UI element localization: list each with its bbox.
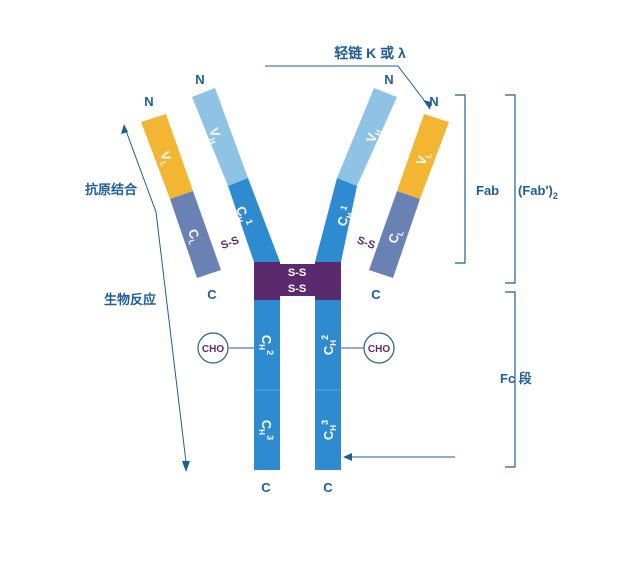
left-heavy-n-terminal: N bbox=[195, 72, 204, 87]
right-heavy-chain bbox=[315, 88, 397, 470]
fc-label: Fc 段 bbox=[500, 371, 532, 386]
right-cl-label: CL bbox=[385, 227, 406, 246]
right-ch1-segment bbox=[315, 178, 357, 262]
right-ch3-label: CH3 bbox=[320, 420, 338, 440]
right-light-heavy-disulfide: S-S bbox=[355, 234, 376, 252]
hinge-ss-2: S-S bbox=[288, 283, 306, 295]
svg-text:VL: VL bbox=[413, 149, 434, 168]
svg-text:CL: CL bbox=[385, 227, 406, 246]
left-light-c-terminal: C bbox=[207, 287, 217, 302]
right-ch1-label: CH1 bbox=[333, 204, 357, 229]
hinge-ss-1: S-S bbox=[288, 267, 306, 279]
antigen-binding-label: 抗原结合 bbox=[85, 182, 138, 197]
right-cl-segment bbox=[369, 191, 420, 278]
svg-text:VH: VH bbox=[363, 126, 384, 146]
right-ch2-segment bbox=[315, 300, 341, 390]
fab-bracket bbox=[455, 94, 466, 264]
left-cho-label: CHO bbox=[202, 344, 224, 355]
light-chain-pointer bbox=[265, 65, 431, 109]
svg-text:CH1: CH1 bbox=[333, 204, 357, 229]
left-vl-segment bbox=[141, 114, 193, 199]
right-light-chain bbox=[369, 114, 449, 278]
right-carbohydrate bbox=[363, 332, 395, 364]
left-light-n-terminal: N bbox=[144, 94, 153, 109]
svg-text:CH2: CH2 bbox=[320, 335, 338, 355]
right-heavy-n-terminal: N bbox=[384, 72, 393, 87]
left-range-arrow bbox=[124, 127, 187, 463]
right-vl-label: VL bbox=[413, 149, 434, 168]
svg-text:CH3: CH3 bbox=[320, 420, 338, 440]
fc-pointer-arrowhead bbox=[343, 453, 352, 461]
left-ch1-segment bbox=[228, 178, 280, 262]
right-ch2-label: CH2 bbox=[320, 335, 338, 355]
right-cho-label: CHO bbox=[368, 344, 390, 355]
left-cl-segment bbox=[170, 191, 221, 278]
right-ch3-segment bbox=[315, 390, 341, 470]
left-arrow-bottom bbox=[182, 461, 190, 472]
left-light-heavy-disulfide: S-S bbox=[219, 234, 240, 252]
left-ch2-label: CH2 bbox=[257, 335, 275, 355]
light-chain-arrowhead bbox=[423, 100, 431, 110]
right-heavy-c-terminal: C bbox=[323, 480, 333, 495]
left-carbohydrate bbox=[197, 332, 229, 364]
left-heavy-c-terminal: C bbox=[261, 480, 271, 495]
right-hinge-segment bbox=[315, 262, 341, 300]
fab-label: Fab bbox=[476, 183, 499, 198]
left-ch3-segment bbox=[254, 390, 280, 470]
right-vh-segment bbox=[337, 88, 397, 186]
hinge-bridge bbox=[280, 264, 315, 296]
fab-prime-label: (Fab')2 bbox=[518, 183, 558, 201]
left-hinge-segment bbox=[254, 262, 280, 300]
left-vh-segment bbox=[192, 88, 248, 186]
right-light-n-terminal: N bbox=[429, 94, 438, 109]
svg-text:CH3: CH3 bbox=[257, 420, 275, 440]
svg-text:CH2: CH2 bbox=[257, 335, 275, 355]
right-vh-label: VH bbox=[363, 126, 384, 146]
left-ch3-label: CH3 bbox=[257, 420, 275, 440]
light-chain-label: 轻链 K 或 λ bbox=[334, 45, 406, 61]
right-light-c-terminal: C bbox=[371, 287, 381, 302]
left-ch2-segment bbox=[254, 300, 280, 390]
left-heavy-chain bbox=[192, 88, 280, 470]
left-light-chain bbox=[141, 114, 221, 278]
fab2-bracket bbox=[505, 94, 516, 284]
right-vl-segment bbox=[397, 114, 449, 199]
fc-bracket bbox=[505, 291, 516, 468]
biological-reaction-label: 生物反应 bbox=[104, 292, 156, 307]
left-arrow-top bbox=[121, 124, 128, 134]
